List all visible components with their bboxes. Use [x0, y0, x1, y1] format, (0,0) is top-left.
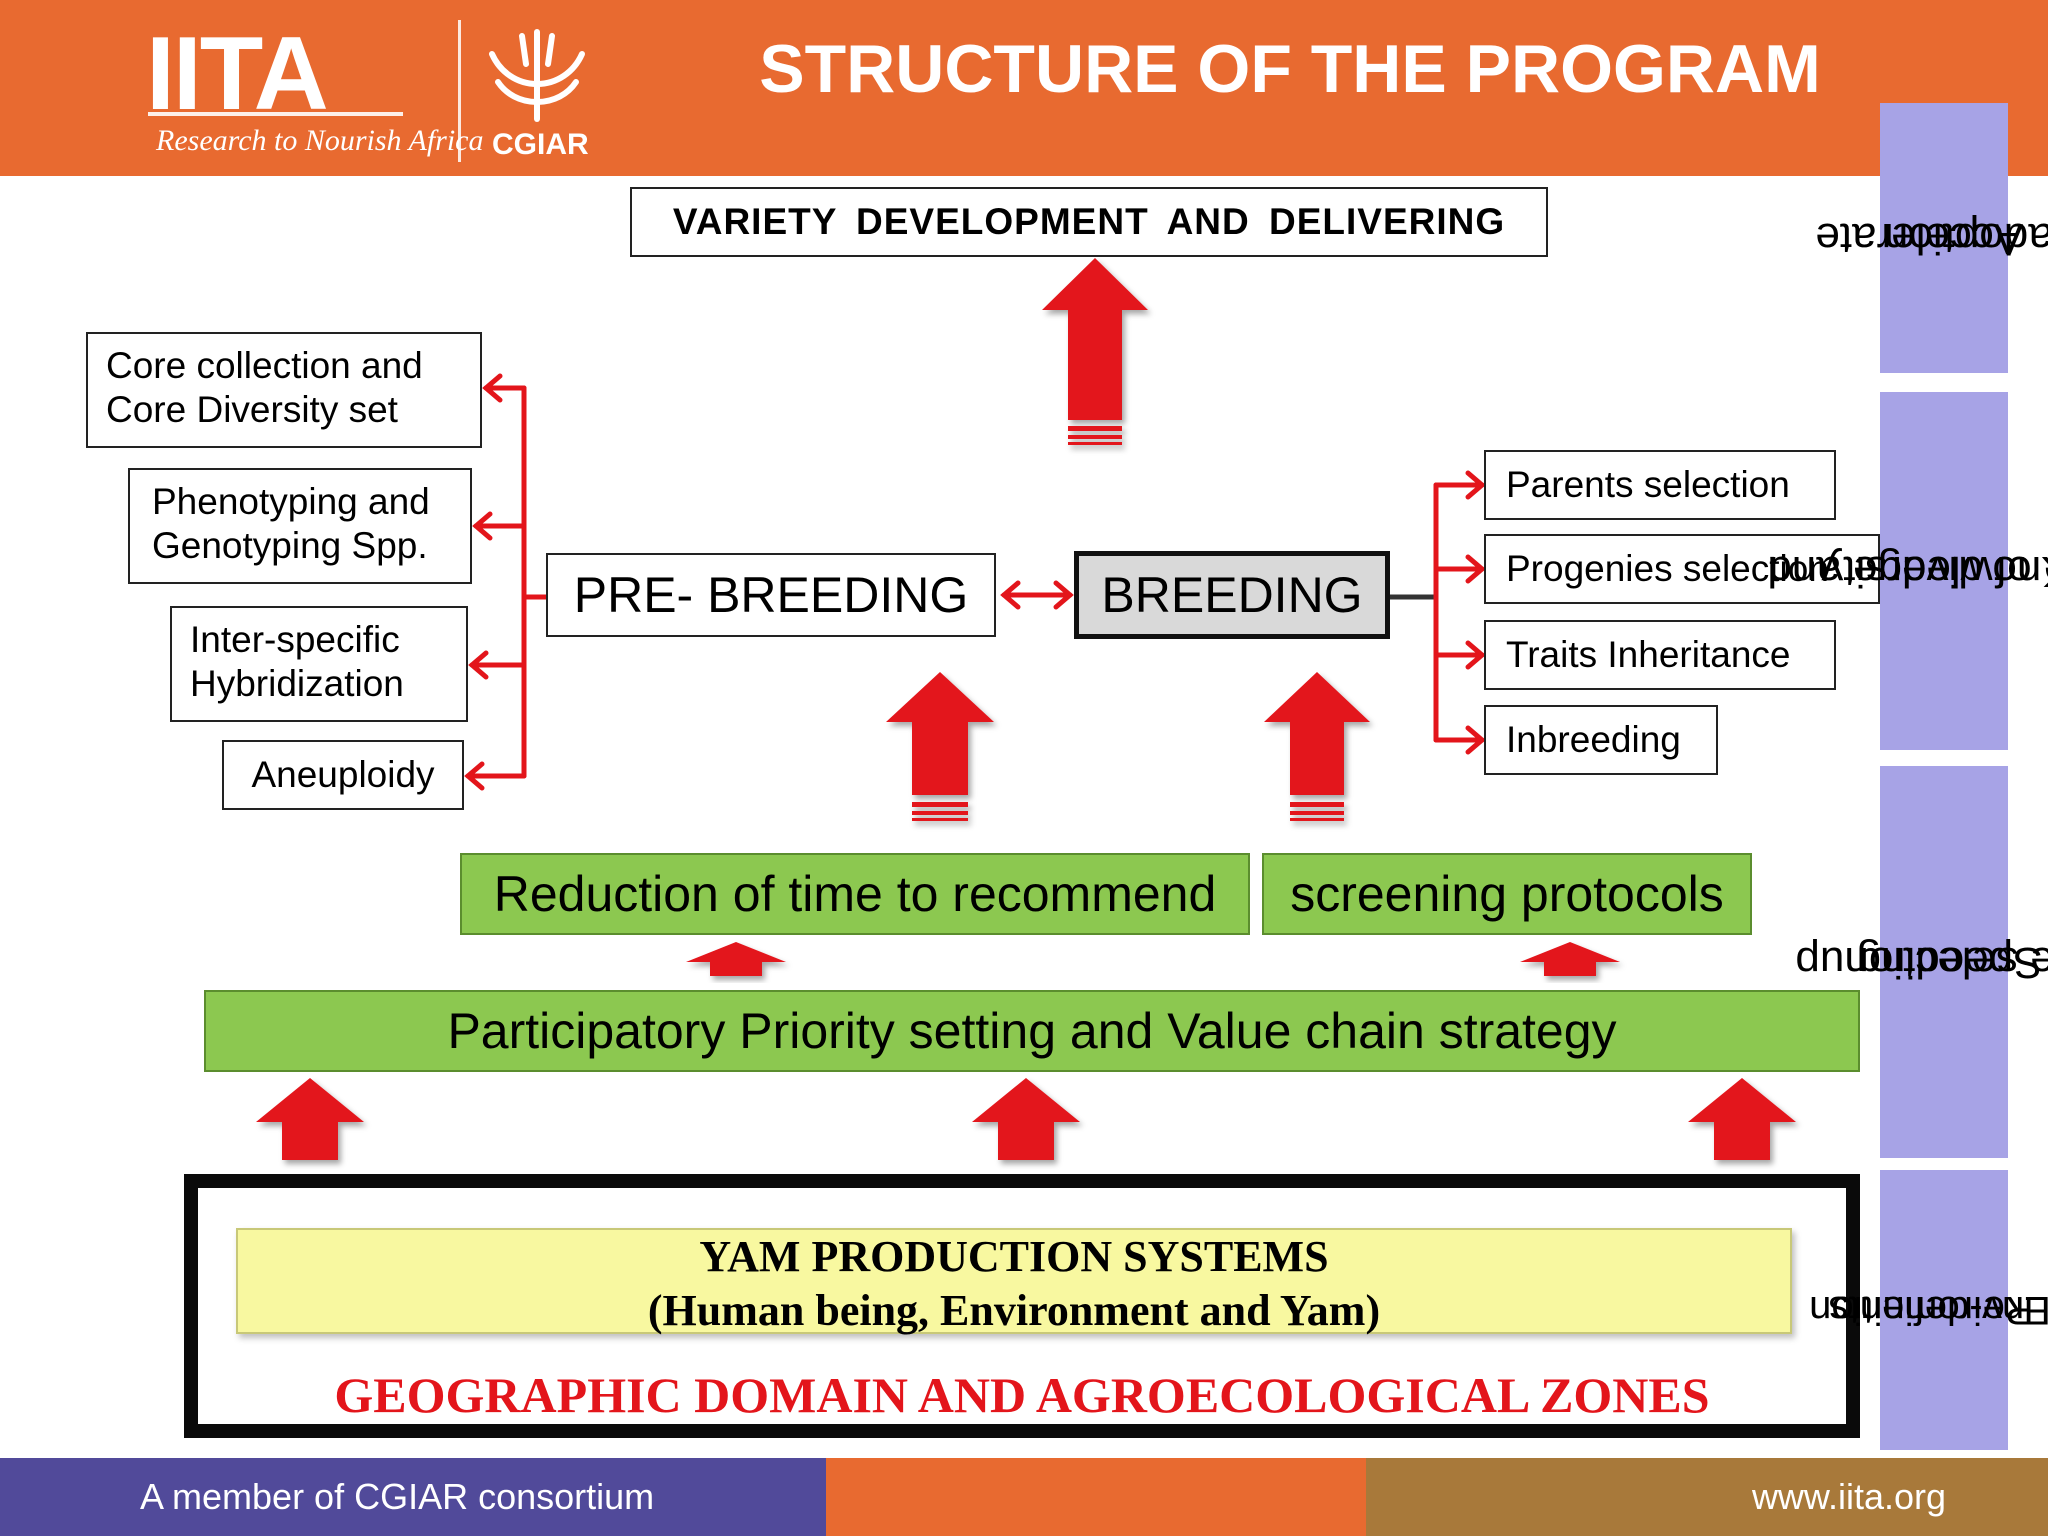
component-line: Aneuploidy [251, 754, 435, 795]
breeding-connectors [1387, 470, 1486, 755]
footer-website-link[interactable]: www.iita.org [1751, 1476, 1946, 1517]
participatory-priority-box: Participatory Priority setting and Value… [204, 990, 1860, 1072]
component-line: Phenotyping and [152, 481, 430, 522]
prebreeding-component-core-collection: Core collection and Core Diversity set [86, 332, 482, 448]
reduction-time-box: Reduction of time to recommend [460, 853, 1250, 935]
footer-segment-orange [826, 1458, 1366, 1536]
prebreeding-component-aneuploidy: Aneuploidy [222, 740, 464, 810]
footer-segment-purple [0, 1458, 826, 1536]
header-bar: IITA Research to Nourish Africa CGIAR ST… [0, 0, 2048, 176]
variety-development-box: VARIETY DEVELOPMENT AND DELIVERING [630, 187, 1548, 257]
prebreeding-component-hybridization: Inter-specific Hybridization [170, 606, 468, 722]
arrow-up-to-reduction [686, 942, 786, 976]
side-label-redefinition-environments: Re-definitionOf Enviroments [1809, 1170, 2048, 1450]
side-label-knowledge-diversity: Knowledge anduse of diversity [1768, 392, 2048, 750]
prebreeding-connectors [464, 373, 549, 791]
side-label-line: Of Enviroments [1828, 1288, 2048, 1333]
iita-tagline: Research to Nourish Africa [156, 124, 484, 157]
logo-divider [458, 20, 461, 162]
arrow-up-to-prebreeding [886, 672, 994, 821]
footer-segment-brown [1366, 1458, 2048, 1536]
breeding-component-parents-selection: Parents selection [1484, 450, 1836, 520]
side-label-line: adoption [1884, 213, 2048, 263]
arrow-up-center [972, 1078, 1080, 1160]
side-label-line: use of diversity [1821, 546, 2048, 596]
component-line: Core Diversity set [106, 389, 398, 431]
component-line: Core collection and [106, 345, 423, 386]
prebreeding-component-phenotyping: Phenotyping and Genotyping Spp. [128, 468, 472, 584]
arrow-up-to-variety [1042, 258, 1148, 445]
footer-cgiar-member: A member of CGIAR consortium [140, 1476, 655, 1517]
yam-production-systems-box: YAM PRODUCTION SYSTEMS (Human being, Env… [236, 1228, 1792, 1335]
arrow-up-left [256, 1078, 364, 1160]
iita-logo-underline [148, 112, 403, 116]
component-line: Inter-specific [190, 619, 400, 660]
prebreeding-box: PRE- BREEDING [546, 553, 996, 637]
breeding-component-progenies-selection: Progenies selection [1484, 534, 1880, 604]
side-label-line: the selection [1845, 937, 2048, 987]
component-line: Genotyping Spp. [152, 525, 428, 567]
cgiar-logo-text: CGIAR [492, 128, 589, 161]
iita-logo: IITA [146, 16, 329, 132]
arrow-up-to-breeding [1264, 672, 1370, 821]
breeding-component-traits-inheritance: Traits Inheritance [1484, 620, 1836, 690]
cgiar-wheat-icon [489, 29, 585, 122]
double-arrow-prebreeding-breeding [1000, 580, 1074, 610]
arrow-up-to-screening [1520, 942, 1620, 976]
footer-bar: A member of CGIAR consortium www.iita.or… [0, 1458, 2048, 1536]
arrow-up-right [1688, 1078, 1796, 1160]
side-label-speeding-selection: Speeding upthe selection [1796, 766, 2048, 1158]
page-title: STRUCTURE OF THE PROGRAM [759, 31, 1821, 107]
geographic-domain-text: GEOGRAPHIC DOMAIN AND AGROECOLOGICAL ZON… [334, 1367, 1710, 1423]
component-line: Hybridization [190, 663, 404, 705]
screening-protocols-box: screening protocols [1262, 853, 1752, 935]
yam-title: YAM PRODUCTION SYSTEMS [699, 1232, 1329, 1281]
breeding-component-inbreeding: Inbreeding [1484, 705, 1718, 775]
breeding-box: BREEDING [1074, 551, 1390, 639]
yam-subtitle: (Human being, Environment and Yam) [647, 1286, 1381, 1335]
